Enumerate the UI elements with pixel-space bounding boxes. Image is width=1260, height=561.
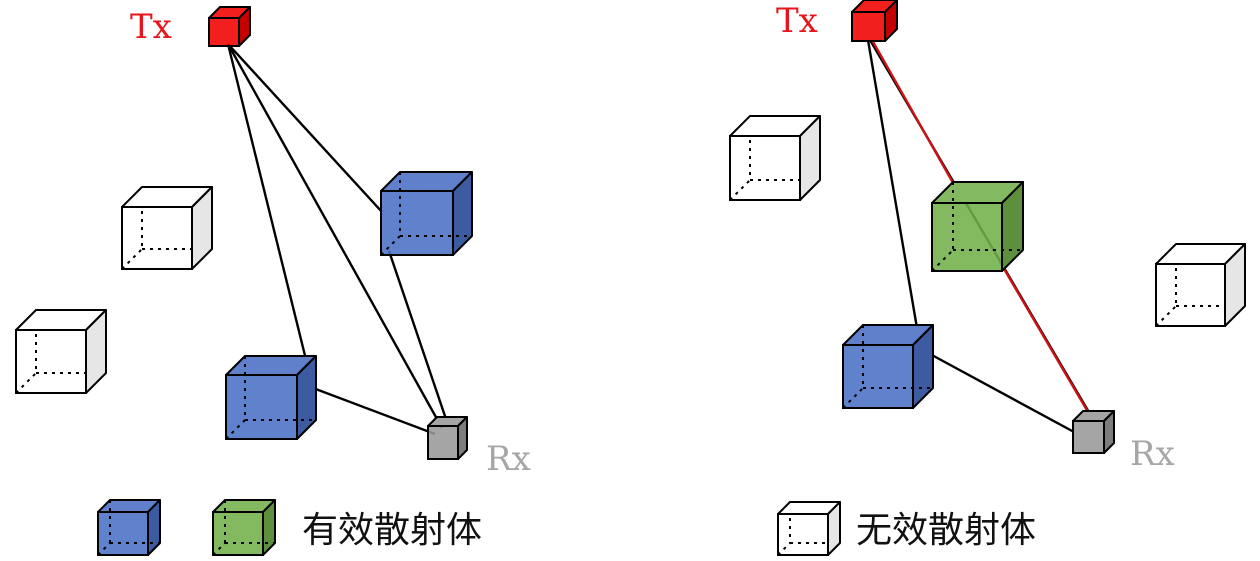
cube-front-face [1072, 420, 1105, 454]
effective-scatterer-blue-right [842, 324, 934, 409]
hidden-edge-depth-through [212, 542, 226, 556]
ray-scatterer-top-to-rx [387, 250, 449, 423]
tx-cube-left [208, 6, 251, 47]
hidden-edge-depth-through [97, 542, 111, 556]
effective-scatterer-top-left [380, 171, 473, 256]
ray-tx-to-scatterer-top [227, 43, 383, 213]
rx-label-left: Rx [486, 439, 531, 479]
cube-front-face [225, 374, 298, 440]
cube-front-face [729, 135, 801, 201]
hidden-edge-depth [777, 542, 791, 556]
cube-side-face [457, 416, 468, 460]
ray-tx-to-scatterer-green-red [870, 39, 967, 205]
ineffective-scatterer-top-right [729, 115, 821, 201]
cube-front-face [931, 202, 1003, 272]
cube-front-face [208, 17, 240, 47]
ray-scatterer-blue-to-rx [929, 352, 1075, 434]
ineffective-scatterer-upper-left [121, 186, 213, 270]
cube-front-face [380, 190, 454, 256]
hidden-edge-depth-through [931, 249, 954, 272]
tx-label-left: Tx [130, 7, 172, 47]
ray-tx-to-rx-direct [226, 43, 444, 429]
cube-front-face [842, 344, 914, 409]
rx-cube-left [427, 416, 468, 460]
legend-green-cube [212, 499, 276, 556]
cube-front-face [777, 513, 829, 556]
rx-label-right: Rx [1130, 434, 1175, 474]
ray-scatterer-bottom-to-rx [312, 386, 436, 436]
tx-cube-right [851, 0, 898, 42]
legend-effective-label: 有效散射体 [302, 510, 482, 551]
cube-front-face [121, 206, 193, 270]
cube-front-face [427, 425, 459, 460]
ray-scatterer-green-to-rx-red [998, 261, 1090, 413]
tx-label-right: Tx [776, 1, 818, 41]
cube-front-face [15, 329, 87, 394]
ray-tx-to-scatterer-blue [866, 39, 920, 335]
legend-blue-cube [97, 499, 161, 556]
ray-tx-to-scatterer-bottom [226, 43, 315, 389]
left-rays [226, 43, 449, 436]
effective-scatterer-green-right [931, 181, 1024, 272]
effective-scatterer-bottom-left [225, 355, 317, 440]
cube-front-face [1155, 263, 1226, 327]
legend-white-cube [777, 501, 841, 556]
legend-ineffective-label: 无效散射体 [856, 510, 1036, 551]
ineffective-scatterer-right [1155, 243, 1246, 327]
cube-front-face [851, 11, 886, 42]
cubes-layer [15, 0, 1246, 556]
ineffective-scatterer-lower-left [15, 309, 107, 394]
rx-cube-right [1072, 410, 1115, 454]
